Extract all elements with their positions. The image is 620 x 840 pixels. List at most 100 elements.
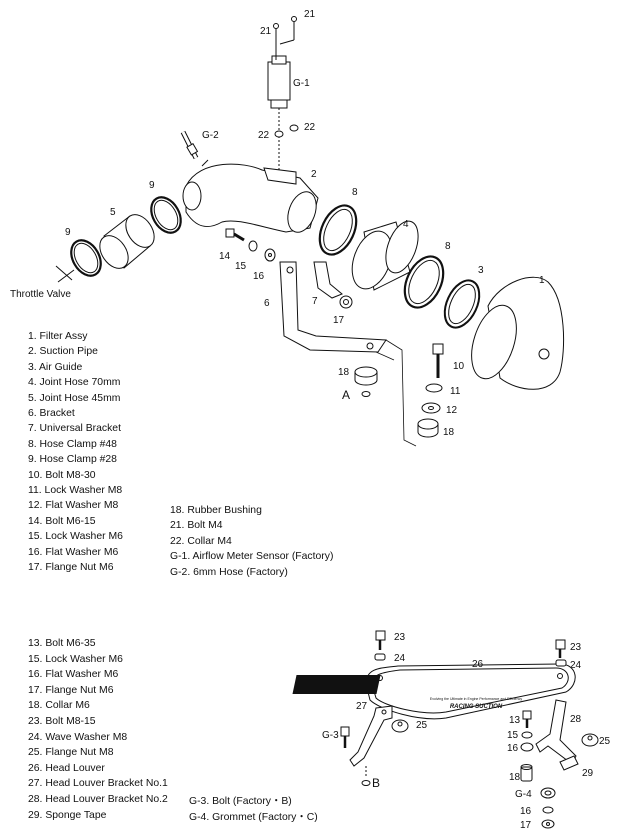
callout-16a: 16 — [507, 743, 519, 754]
parts-list-item: 12. Flat Washer M8 — [28, 500, 119, 512]
parts-list-item: 8. Hose Clamp #48 — [28, 438, 117, 450]
callout-18b: 18 — [443, 427, 455, 438]
callout-17: 17 — [333, 315, 345, 326]
parts-list-item: G-1. Airflow Meter Sensor (Factory) — [170, 551, 334, 563]
wave-washer-m8a — [374, 653, 386, 661]
logo-subtitle: RACING SUCTION — [450, 704, 503, 710]
parts-list-item: 16. Flat Washer M6 — [28, 546, 119, 558]
parts-list-item: 16. Flat Washer M6 — [28, 669, 119, 681]
collar-m4-22b — [289, 124, 299, 132]
hks-logo: HKS Evolving the Ultimate in Engine Perf… — [292, 675, 522, 710]
flange-nut-m6-2 — [541, 819, 555, 829]
logo-tagline: Evolving the Ultimate in Engine Performa… — [430, 697, 522, 701]
flat-washer-m6 — [264, 248, 276, 262]
sponge-tape — [559, 755, 579, 771]
bolt-m6-15 — [225, 228, 245, 242]
parts-list-item: 13. Bolt M6-35 — [28, 638, 96, 649]
callout-9b: 9 — [149, 180, 155, 191]
throttle-valve-label: Throttle Valve — [10, 289, 71, 300]
parts-list-item: 29. Sponge Tape — [28, 809, 107, 821]
callout-16: 16 — [253, 271, 265, 282]
callout-18c: 18 — [509, 772, 521, 783]
callout-12: 12 — [446, 405, 458, 416]
bolt-m8-15a — [375, 630, 386, 650]
upper-callouts: 21 21 G-1 22 22 G-2 2 9 8 5 4 9 8 14 15 … — [10, 9, 545, 438]
bolt-m4-21b — [291, 16, 297, 22]
flange-nut-m8b — [581, 733, 599, 747]
grommet-g4 — [540, 787, 556, 799]
parts-list-item: 17. Flange Nut M6 — [28, 562, 114, 574]
flange-nut-m8a — [391, 719, 409, 733]
callout-27: 27 — [356, 701, 368, 712]
callout-13: 13 — [509, 715, 521, 726]
bolt-m8-15b — [555, 639, 566, 658]
parts-list-item: G-2. 6mm Hose (Factory) — [170, 566, 288, 578]
callout-22a: 22 — [258, 130, 270, 141]
callout-10: 10 — [453, 361, 465, 372]
callout-18a: 18 — [338, 367, 350, 378]
callout-24b: 24 — [570, 660, 582, 671]
ref-a: A — [342, 388, 350, 402]
collar-m4-22a — [274, 130, 284, 138]
lock-washer-m8 — [425, 383, 443, 393]
hose-clamp-48b — [403, 255, 445, 309]
hose-clamp-28b — [70, 239, 102, 277]
parts-list-item: 24. Wave Washer M8 — [28, 731, 128, 743]
head-louver-bracket-1 — [349, 705, 393, 767]
parts-list-item: 11. Lock Washer M8 — [28, 485, 123, 497]
throttle-pointer — [55, 265, 75, 283]
head-louver-bracket-2 — [535, 699, 577, 765]
callout-15: 15 — [235, 261, 247, 272]
callout-26: 26 — [472, 659, 484, 670]
callout-g1: G-1 — [293, 78, 310, 89]
factory-bolt-g3 — [340, 726, 350, 748]
parts-list-item: 5. Joint Hose 45mm — [28, 392, 121, 404]
parts-list-item: 10. Bolt M8-30 — [28, 469, 96, 481]
flat-washer-m6-2b — [542, 806, 554, 814]
parts-list-item: 4. Joint Hose 70mm — [28, 377, 121, 389]
flat-washer-m8 — [421, 402, 441, 414]
callout-21a: 21 — [260, 26, 272, 37]
hose-clamp-48a — [318, 204, 358, 256]
callout-8b: 8 — [445, 241, 451, 252]
callout-2: 2 — [311, 169, 317, 180]
parts-list-item: G-3. Bolt (Factory・B) — [189, 796, 292, 807]
parts-list-item: 9. Hose Clamp #28 — [28, 454, 117, 466]
callout-g4: G-4 — [515, 789, 532, 800]
callout-8a: 8 — [352, 187, 358, 198]
callout-1: 1 — [539, 275, 545, 286]
parts-list-item: 2. Suction Pipe — [28, 346, 98, 358]
callout-g2: G-2 — [202, 130, 219, 141]
parts-list-item: G-4. Grommet (Factory・C) — [189, 811, 318, 823]
parts-list-item: 1. Filter Assy — [28, 331, 88, 342]
air-guide — [443, 279, 481, 329]
parts-list-item: 23. Bolt M8-15 — [28, 715, 96, 727]
universal-bracket — [313, 261, 343, 299]
joint-hose-70mm — [351, 220, 419, 291]
callout-5: 5 — [110, 207, 116, 218]
parts-list-item: 14. Bolt M6-15 — [28, 515, 96, 527]
collar-m6 — [520, 764, 533, 782]
parts-list-item: 3. Air Guide — [28, 361, 83, 373]
bolt-m6-35 — [522, 710, 532, 728]
filter-assy — [471, 276, 565, 390]
callout-16b: 16 — [520, 806, 532, 817]
callout-29: 29 — [582, 768, 594, 779]
callout-9a: 9 — [65, 227, 71, 238]
callout-4: 4 — [403, 219, 409, 230]
ref-b: B — [372, 776, 380, 790]
callout-15b: 15 — [507, 730, 519, 741]
parts-list-item: 15. Lock Washer M6 — [28, 653, 123, 665]
callout-23a: 23 — [394, 632, 406, 643]
callout-23b: 23 — [570, 642, 582, 653]
parts-list-item: 28. Head Louver Bracket No.2 — [28, 793, 168, 805]
lock-washer-m6-2 — [521, 731, 533, 739]
parts-list-2-col2: G-3. Bolt (Factory・B) G-4. Grommet (Facto… — [189, 794, 318, 825]
ref-b-marker — [361, 766, 371, 786]
parts-list-2-col1: 13. Bolt M6-35 15. Lock Washer M6 16. Flat… — [28, 636, 168, 823]
lower-callouts: 23 23 24 26 24 27 13 25 28 G-3 15 25 16 … — [322, 632, 611, 831]
parts-list-item: 15. Lock Washer M6 — [28, 531, 123, 543]
callout-6: 6 — [264, 298, 270, 309]
parts-list-item: 26. Head Louver — [28, 762, 105, 774]
